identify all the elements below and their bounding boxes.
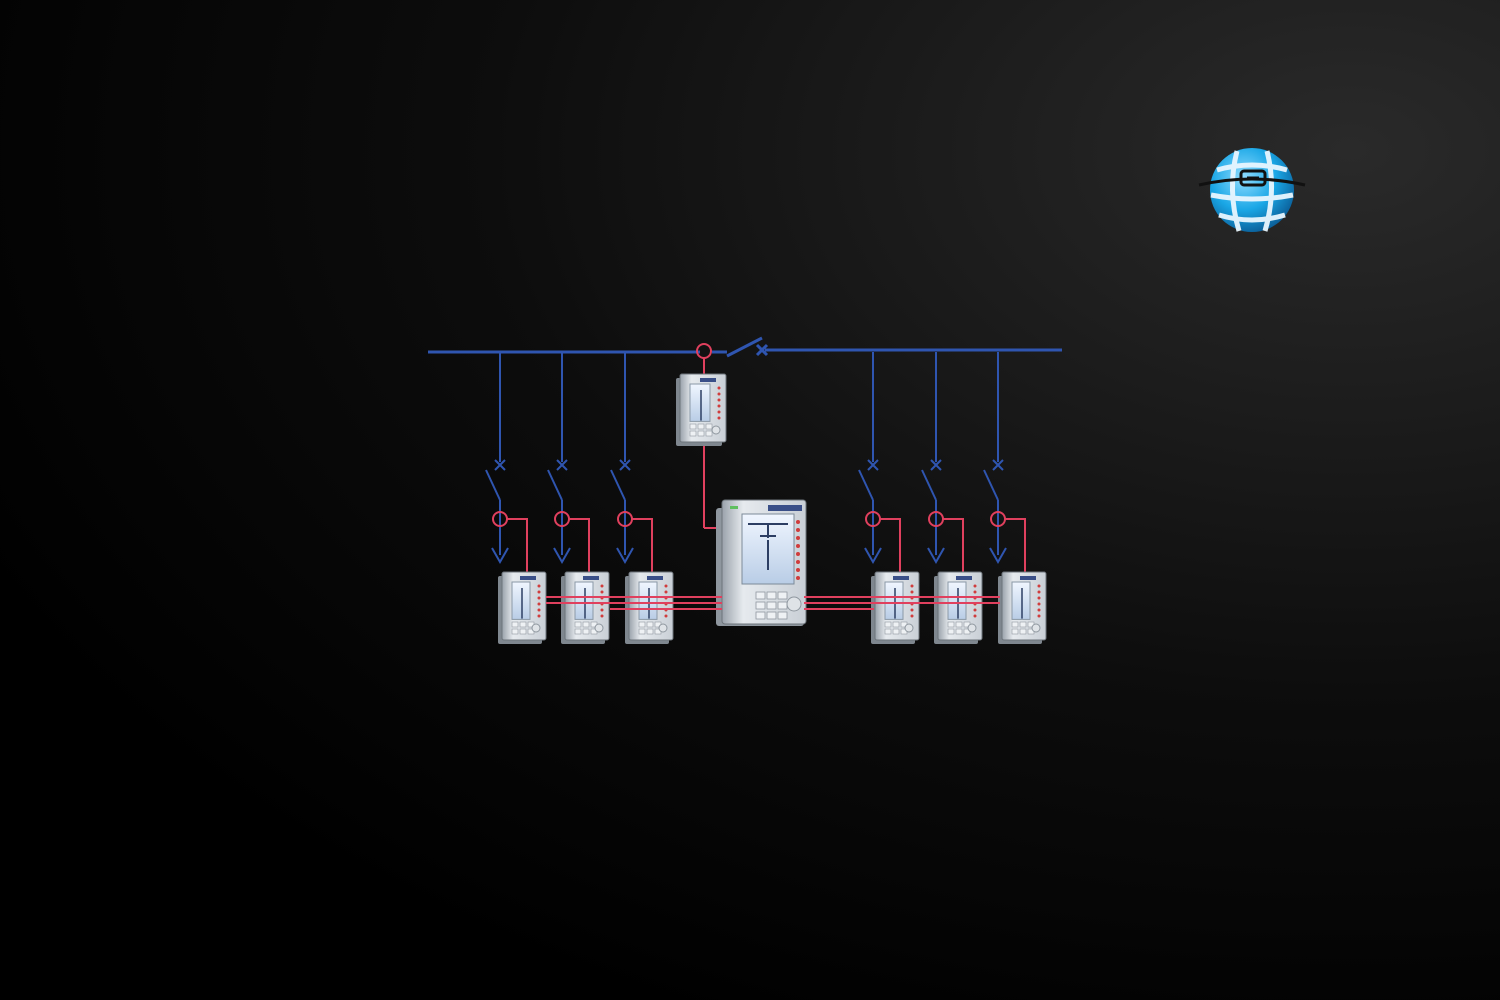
breaker-x <box>992 459 1004 471</box>
busbar <box>428 336 1062 358</box>
disconnector <box>547 469 563 501</box>
feeder-left-2 <box>547 352 571 565</box>
central-bay-controller <box>716 499 807 626</box>
signal-bus-links <box>546 596 1000 610</box>
feeder-arrow <box>927 547 945 565</box>
feeder-left-3 <box>610 352 634 565</box>
disconnector <box>983 469 999 501</box>
feeder-arrow <box>864 547 882 565</box>
feeder-arrow <box>616 547 634 565</box>
ct-wiring <box>507 518 528 575</box>
bus-coupler-switch <box>726 336 763 358</box>
feeder-right-3 <box>983 352 1007 565</box>
feeder-relay-right-3 <box>998 571 1047 644</box>
ct-wiring <box>880 518 901 575</box>
breaker-x <box>494 459 506 471</box>
breaker-x <box>930 459 942 471</box>
disconnector <box>610 469 626 501</box>
ct-wiring <box>632 518 653 575</box>
feeder-relay-right-1 <box>871 571 920 644</box>
ct-wiring <box>569 518 590 575</box>
breaker-x <box>556 459 568 471</box>
disconnector <box>485 469 501 501</box>
feeders <box>485 352 1007 565</box>
feeder-arrow <box>989 547 1007 565</box>
breaker-x <box>867 459 879 471</box>
feeder-relay-right-2 <box>934 571 983 644</box>
globe-link-icon <box>1198 148 1306 232</box>
disconnector <box>921 469 937 501</box>
feeder-left-1 <box>485 352 509 565</box>
relay-group <box>498 373 1047 644</box>
signal-wiring <box>492 343 1026 575</box>
bus-coupler-relay <box>676 373 727 446</box>
bus-coupler-breaker-x <box>755 343 769 357</box>
ct-wiring <box>943 518 964 575</box>
feeder-relay-left-1 <box>498 571 547 644</box>
breaker-x <box>619 459 631 471</box>
ct-wiring <box>1005 518 1026 575</box>
feeder-relay-left-2 <box>561 571 610 644</box>
feeder-right-1 <box>858 352 882 565</box>
disconnector <box>858 469 874 501</box>
feeder-arrow <box>553 547 571 565</box>
feeder-arrow <box>491 547 509 565</box>
feeder-right-2 <box>921 352 945 565</box>
